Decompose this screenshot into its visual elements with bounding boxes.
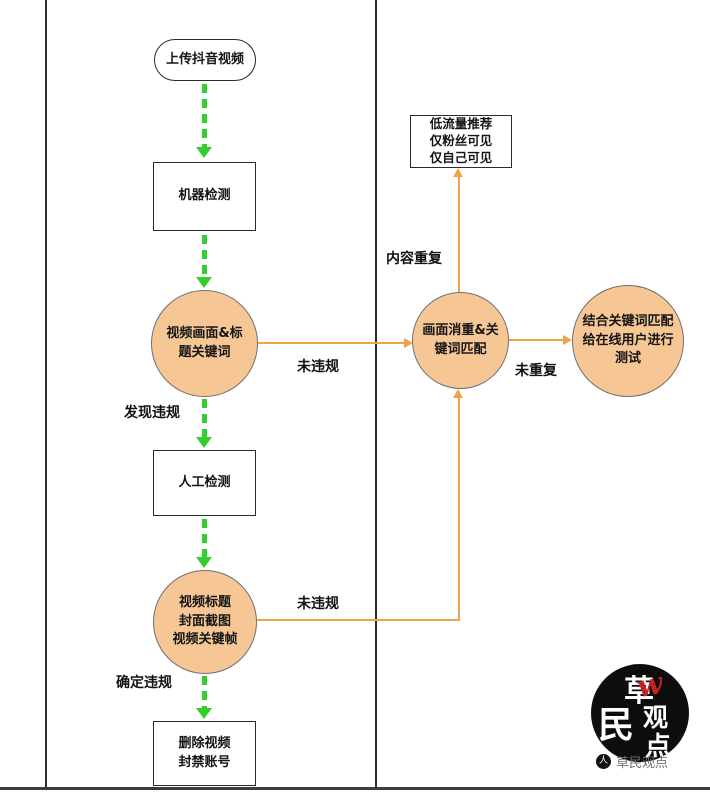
stamp-char-1: 草	[624, 674, 654, 709]
node-manual-check-label: 人工检测	[178, 474, 231, 490]
node-low-traffic-label: 低流量推荐 仅粉丝可见 仅自己可见	[429, 116, 493, 165]
node-delete-ban-label: 删除视频 封禁账号	[178, 735, 231, 770]
arrow-frames-to-delete	[202, 676, 207, 708]
edge-dedup-to-onlinetest	[509, 339, 564, 341]
node-upload-video-label: 上传抖音视频	[165, 51, 244, 67]
arrow-manual-to-frames	[202, 519, 207, 557]
node-machine-check-label: 机器检测	[178, 188, 231, 204]
frame-line-bottom	[0, 787, 710, 790]
edge-frames-to-dedup-vertical	[458, 398, 460, 619]
edge-label-no-violation-2: 未违规	[297, 596, 339, 612]
frame-line-left	[45, 0, 47, 790]
node-upload-video: 上传抖音视频	[154, 39, 256, 81]
arrowhead-machine-to-keywords	[196, 277, 212, 288]
arrow-keywords-to-manual	[202, 399, 207, 437]
edge-label-violation-found: 发现违规	[124, 405, 180, 421]
arrow-upload-to-machine	[202, 84, 207, 147]
edge-keywords-to-dedup	[258, 342, 406, 344]
node-title-cover-keyframes-label: 视频标题 封面截图 视频关键帧	[172, 594, 238, 648]
watermark-stamp: 草 民 观 点 w	[591, 664, 689, 762]
node-machine-check: 机器检测	[153, 162, 256, 231]
arrowhead-frames-to-dedup	[453, 389, 463, 398]
arrowhead-frames-to-delete	[196, 708, 212, 719]
node-video-frame-keywords: 视频画面&标 题关键词	[151, 290, 258, 397]
edge-frames-to-dedup-horizontal	[257, 619, 460, 621]
arrowhead-keywords-to-dedup	[404, 338, 413, 348]
watermark-caption-text: 草民观点	[616, 756, 669, 771]
watermark-logo-icon: 人	[596, 754, 611, 769]
edge-label-content-duplicate: 内容重复	[386, 251, 442, 267]
node-dedup-match: 画面消重&关 键词匹配	[412, 292, 509, 389]
edge-dedup-to-lowtraffic	[458, 177, 460, 292]
node-video-frame-keywords-label: 视频画面&标 题关键词	[166, 325, 243, 360]
arrowhead-dedup-to-onlinetest	[563, 335, 572, 345]
stamp-char-2: 民	[598, 704, 635, 746]
stamp-char-3: 观	[643, 703, 669, 732]
arrowhead-manual-to-frames	[196, 557, 212, 568]
node-manual-check: 人工检测	[153, 450, 256, 516]
arrow-machine-to-keywords	[202, 235, 207, 277]
arrowhead-upload-to-machine	[196, 147, 212, 158]
node-low-traffic: 低流量推荐 仅粉丝可见 仅自己可见	[410, 115, 512, 168]
stamp-char-4: 点	[645, 732, 672, 762]
node-delete-ban: 删除视频 封禁账号	[153, 721, 256, 786]
edge-label-no-duplicate: 未重复	[515, 363, 557, 379]
edge-label-violation-confirmed: 确定违规	[116, 675, 172, 691]
node-online-test-label: 结合关键词匹配 给在线用户进行 测试	[582, 313, 674, 367]
watermark-caption: 人 草民观点	[596, 752, 668, 771]
node-title-cover-keyframes: 视频标题 封面截图 视频关键帧	[153, 570, 257, 674]
arrowhead-dedup-to-lowtraffic	[453, 168, 463, 177]
node-dedup-match-label: 画面消重&关 键词匹配	[422, 322, 499, 357]
node-online-test: 结合关键词匹配 给在线用户进行 测试	[572, 285, 684, 397]
frame-line-middle	[375, 0, 377, 790]
edge-label-no-violation-1: 未违规	[297, 359, 339, 375]
arrowhead-keywords-to-manual	[196, 437, 212, 448]
